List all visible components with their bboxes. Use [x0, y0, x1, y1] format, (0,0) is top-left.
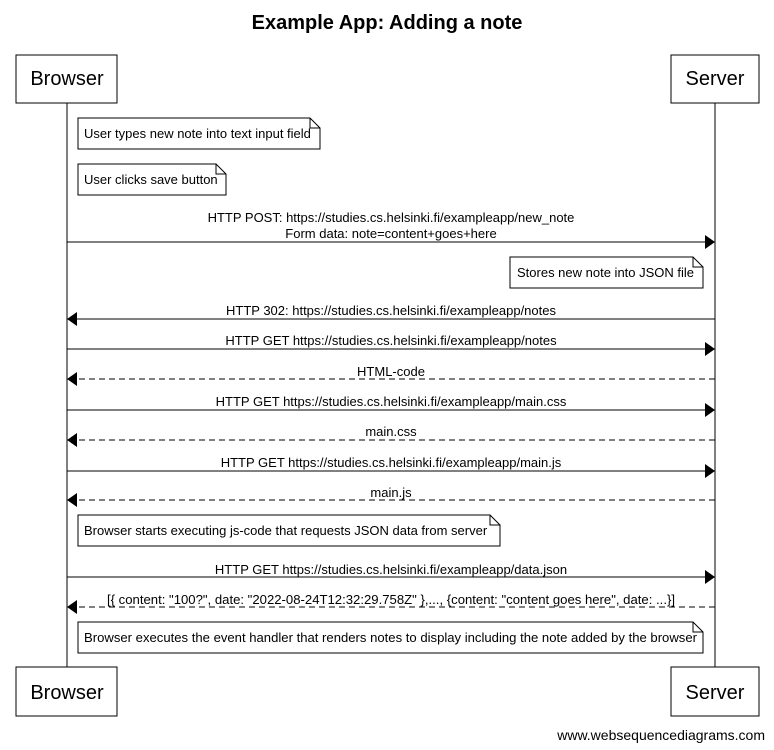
note-event-handler-text: Browser executes the event handler that … — [84, 630, 698, 645]
message-post-new-note: HTTP POST: https://studies.cs.helsinki.f… — [67, 210, 715, 249]
message-get-notes-label: HTTP GET https://studies.cs.helsinki.fi/… — [225, 333, 557, 348]
message-html-code: HTML-code — [67, 364, 715, 386]
footer-watermark[interactable]: www.websequencediagrams.com — [556, 727, 765, 743]
actor-server-top-label: Server — [686, 68, 745, 90]
message-main-js-label: main.js — [370, 485, 412, 500]
message-get-data-json-label: HTTP GET https://studies.cs.helsinki.fi/… — [215, 562, 567, 577]
note-user-types-text: User types new note into text input fiel… — [84, 126, 311, 141]
message-post-new-note-label-1: HTTP POST: https://studies.cs.helsinki.f… — [208, 210, 575, 225]
note-user-clicks-text: User clicks save button — [84, 172, 218, 187]
note-stores-json-text: Stores new note into JSON file — [517, 265, 694, 280]
message-get-data-json: HTTP GET https://studies.cs.helsinki.fi/… — [67, 562, 715, 584]
actor-browser-bottom: Browser — [15, 666, 118, 717]
actor-server-bottom: Server — [670, 666, 760, 717]
actor-server-bottom-label: Server — [686, 682, 745, 704]
actor-browser-top: Browser — [15, 54, 118, 104]
message-get-main-css: HTTP GET https://studies.cs.helsinki.fi/… — [67, 394, 715, 417]
note-user-types: User types new note into text input fiel… — [77, 117, 321, 150]
note-event-handler: Browser executes the event handler that … — [77, 621, 704, 654]
message-json-response: [{ content: "100?", date: "2022-08-24T12… — [67, 592, 715, 614]
message-main-css-label: main.css — [365, 424, 417, 439]
diagram-title: Example App: Adding a note — [252, 12, 523, 34]
message-post-new-note-label-2: Form data: note=content+goes+here — [285, 226, 496, 241]
message-get-main-js-label: HTTP GET https://studies.cs.helsinki.fi/… — [221, 455, 562, 470]
message-redirect-302-label: HTTP 302: https://studies.cs.helsinki.fi… — [226, 303, 556, 318]
message-get-main-css-label: HTTP GET https://studies.cs.helsinki.fi/… — [216, 394, 567, 409]
note-browser-executes-js-text: Browser starts executing js-code that re… — [84, 523, 488, 538]
message-get-main-js: HTTP GET https://studies.cs.helsinki.fi/… — [67, 455, 715, 478]
message-main-js: main.js — [67, 485, 715, 507]
note-stores-json: Stores new note into JSON file — [509, 256, 704, 289]
note-user-clicks: User clicks save button — [77, 163, 227, 196]
actor-server-top: Server — [670, 54, 760, 104]
actor-browser-bottom-label: Browser — [30, 682, 104, 704]
note-browser-executes-js: Browser starts executing js-code that re… — [77, 514, 501, 547]
message-main-css: main.css — [67, 424, 715, 447]
message-json-response-label: [{ content: "100?", date: "2022-08-24T12… — [107, 592, 675, 607]
actor-browser-top-label: Browser — [30, 68, 104, 90]
message-redirect-302: HTTP 302: https://studies.cs.helsinki.fi… — [67, 303, 715, 326]
message-html-code-label: HTML-code — [357, 364, 425, 379]
message-get-notes: HTTP GET https://studies.cs.helsinki.fi/… — [67, 333, 715, 356]
